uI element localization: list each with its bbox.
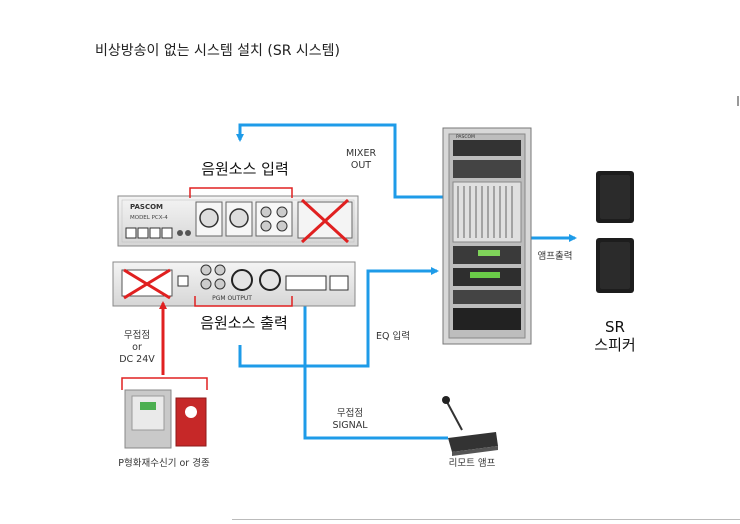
eq-input-label: EQ 입력 xyxy=(376,331,410,342)
signal-line xyxy=(301,298,448,440)
source-output-label: 음원소스 출력 xyxy=(200,314,288,332)
remote-amp-label: 리모트 앰프 xyxy=(448,458,496,469)
fire-receiver-label: P형화재수신기 or 경종 xyxy=(118,458,210,469)
brand-label: PASCOM xyxy=(130,203,163,211)
mixer-out-line xyxy=(236,123,443,199)
edge-mark xyxy=(737,96,739,106)
pgm-output-connectors xyxy=(200,264,281,291)
page-title: 비상방송이 없는 시스템 설치 (SR 시스템) xyxy=(95,43,340,59)
lower-cross-icon xyxy=(123,268,171,300)
pcx4-unit xyxy=(117,195,359,247)
source-output-bracket xyxy=(194,296,293,307)
amp-output-label: 앰프출력 xyxy=(537,251,573,262)
contact-line xyxy=(121,301,208,390)
speaker-top xyxy=(596,171,634,223)
remote-amp-microphone xyxy=(442,396,498,456)
speaker-bottom xyxy=(596,238,634,293)
pgm-output-label: PGM OUTPUT xyxy=(212,295,252,302)
signal-label: 무접점 SIGNAL xyxy=(332,408,368,431)
xlr-input-connectors xyxy=(195,201,293,237)
contact-label: 무접점 or DC 24V xyxy=(119,330,155,365)
output-unit xyxy=(112,261,356,307)
small-terminals xyxy=(125,227,191,239)
unused-terminal-cross-icon xyxy=(300,198,350,244)
sr-speaker-label: SR 스피커 xyxy=(594,318,636,354)
fire-receiver-device xyxy=(124,389,207,449)
equipment-rack xyxy=(442,127,532,345)
source-input-bracket xyxy=(189,187,293,198)
mixer-out-label: MIXER OUT xyxy=(345,148,377,171)
rack-brand-label: PASCOM xyxy=(456,134,475,140)
source-output-line xyxy=(238,267,439,368)
bottom-divider xyxy=(232,519,740,520)
model-label: MODEL PCX-4 xyxy=(130,215,168,221)
source-input-label: 음원소스 입력 xyxy=(201,160,289,178)
